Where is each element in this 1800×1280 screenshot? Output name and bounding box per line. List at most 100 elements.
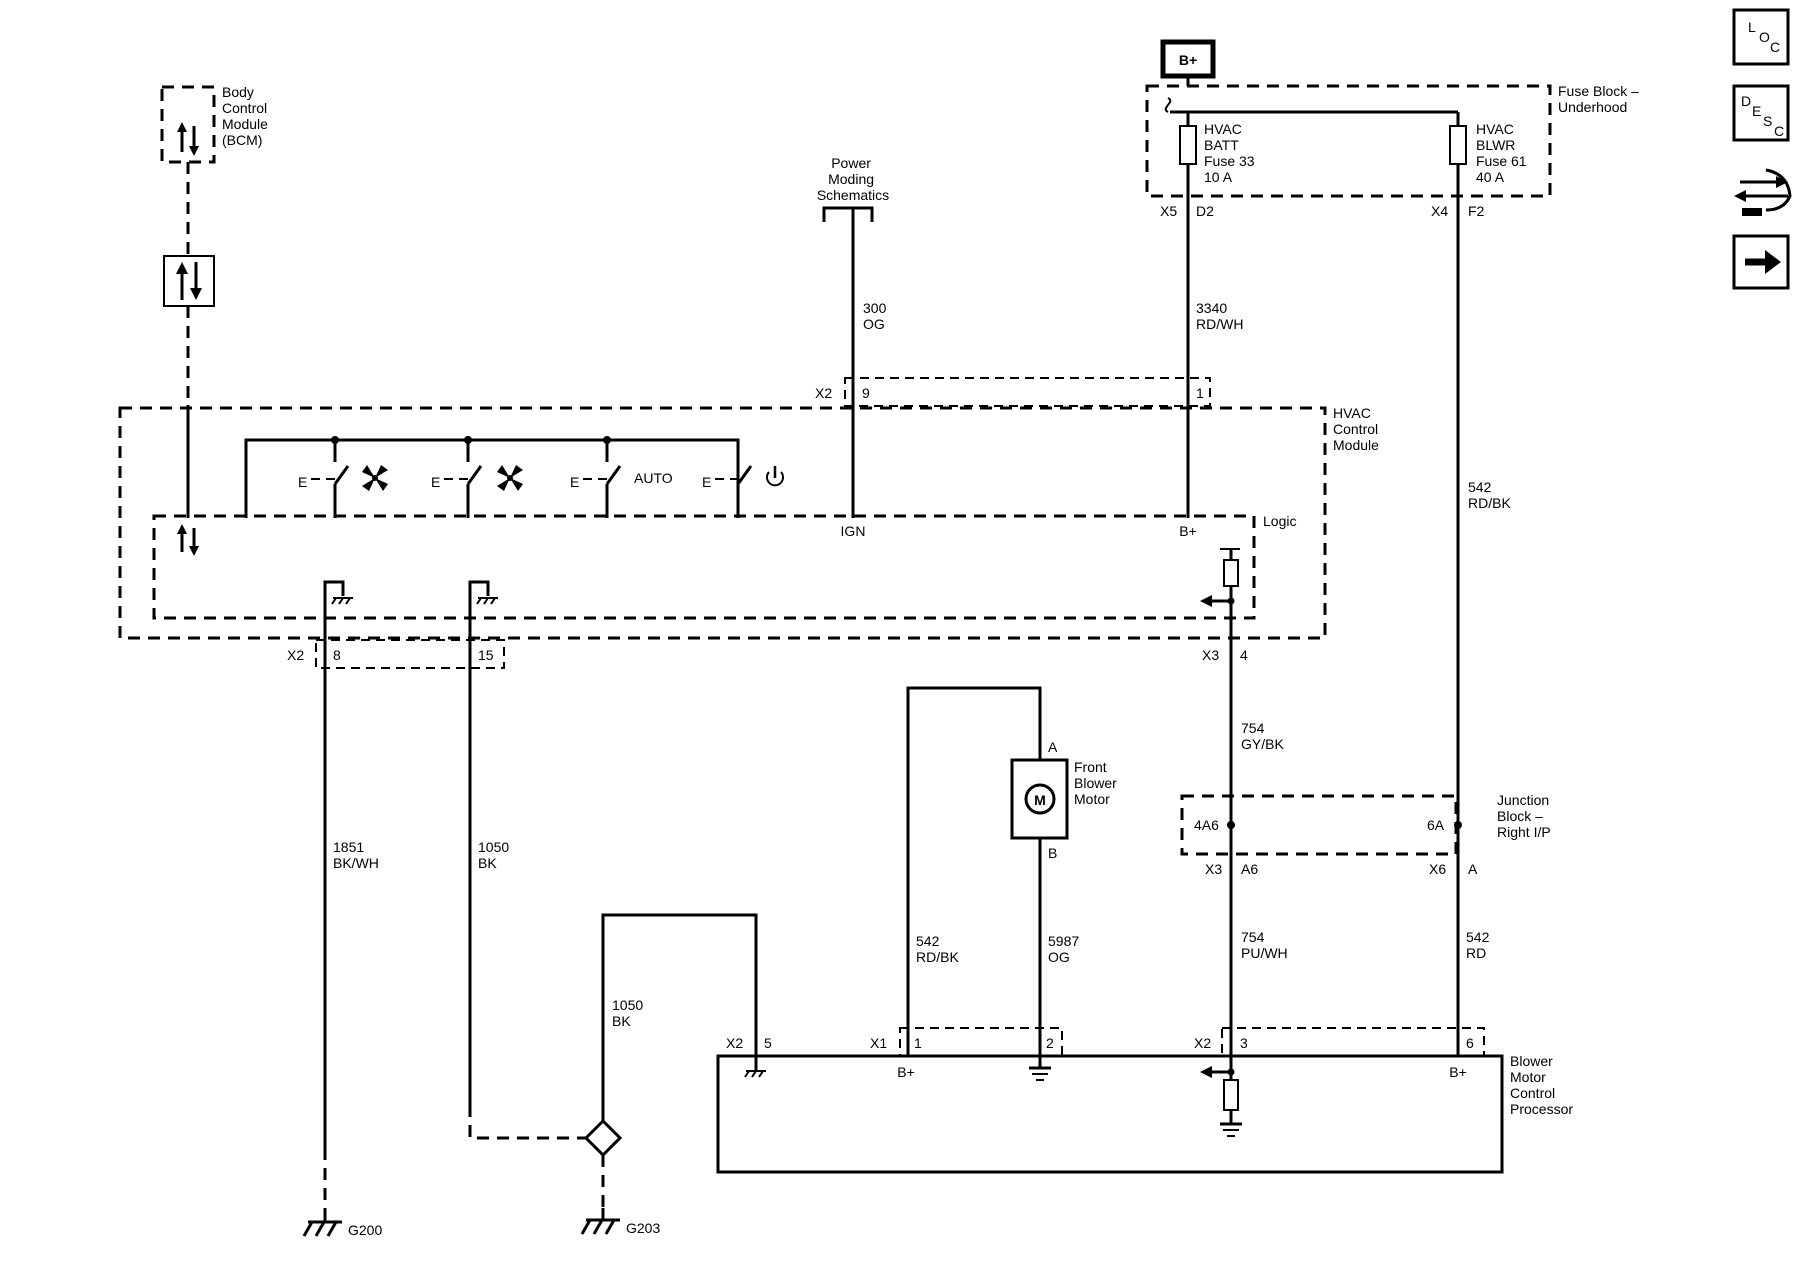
connector-x2-top [844, 377, 1211, 407]
hvac-module-box [118, 406, 1327, 640]
motor-pin-b: B [1048, 845, 1057, 861]
b-plus-terminal: B+ [1179, 523, 1197, 539]
blower-switch-2: E [431, 465, 523, 518]
fuse-block-box [1145, 84, 1552, 198]
pin-9: 9 [862, 385, 870, 401]
hvac-control-module: X2 9 1 HVAC Control Module Logic E [118, 377, 1382, 1055]
power-moding-ref: Power Moding Schematics 300 OG [817, 155, 890, 518]
svg-text:E: E [298, 474, 307, 490]
pin-a6: A6 [1241, 861, 1258, 877]
next-page-button[interactable] [1732, 234, 1790, 290]
svg-text:C: C [1770, 39, 1780, 55]
ground-g200-label: G200 [348, 1222, 382, 1238]
motor-icon [1024, 783, 1056, 815]
bmcp-b-plus-1: B+ [897, 1064, 915, 1080]
pin-x1-1: 1 [914, 1035, 922, 1051]
fuse-33-label: HVAC BATT Fuse 33 10 A [1204, 121, 1258, 185]
wire-1851-label: 1851 BK/WH [333, 839, 379, 871]
pin-x1: X1 [870, 1035, 887, 1051]
svg-text:E: E [702, 474, 711, 490]
splice-diamond-icon [583, 1118, 623, 1158]
fuse-block: B+ Fuse Block – Underhood HVAC BATT Fuse… [1145, 39, 1643, 1055]
output-driver-icon [1200, 548, 1240, 1055]
bcm-label: Body Control Module (BCM) [222, 84, 272, 148]
wire-3340-label: 3340 RD/WH [1196, 300, 1243, 332]
ground-icon [744, 1056, 766, 1078]
pin-x2-bmcp: X2 [1194, 1035, 1211, 1051]
blower-motor-control-processor: X2 5 X1 1 2 X2 3 6 Blower Motor Control … [716, 1027, 1573, 1174]
ground-g203-label: G203 [626, 1220, 660, 1236]
connector-x2-bmcp [1221, 1027, 1485, 1057]
wire-754-bot-label: 754 PU/WH [1241, 929, 1288, 961]
junction-block-box [1180, 794, 1458, 856]
front-blower-label: Front Blower Motor [1074, 759, 1121, 807]
pin-4a6: 4A6 [1194, 817, 1219, 833]
ground-icon [323, 580, 353, 662]
svg-text:O: O [1759, 29, 1770, 45]
connector-x2-bottom [315, 639, 505, 669]
fuse-61-label: HVAC BLWR Fuse 61 40 A [1476, 121, 1530, 185]
serial-data-box [163, 255, 215, 307]
junction-block: 754 GY/BK Junction Block – Right I/P 4A6… [1180, 720, 1553, 961]
wire-542-mid-label: 542 RD/BK [916, 933, 959, 965]
motor-symbol: M [1034, 792, 1046, 808]
power-icon [766, 466, 784, 487]
pin-x2-top: X2 [815, 385, 832, 401]
wire-754-top-label: 754 GY/BK [1241, 720, 1284, 752]
svg-text:E: E [431, 474, 440, 490]
blower-switch-1: E [298, 465, 388, 518]
motor-pin-a: A [1048, 739, 1058, 755]
pin-x4: X4 [1431, 203, 1448, 219]
wire-1050-mid-label: 1050 BK [612, 997, 647, 1029]
location-button[interactable]: L O C [1732, 8, 1790, 66]
fuse-block-label: Fuse Block – Underhood [1558, 83, 1643, 115]
wire-542-bot-label: 542 RD [1466, 929, 1493, 961]
right-arrow-icon [1765, 250, 1781, 274]
pin-x3-top: X3 [1202, 647, 1219, 663]
ign-terminal: IGN [841, 523, 866, 539]
fuse-61-icon [1449, 125, 1467, 165]
svg-text:L: L [1748, 19, 1756, 35]
pin-5: 5 [764, 1035, 772, 1051]
bmcp-b-plus-2: B+ [1449, 1064, 1467, 1080]
auto-switch: E AUTO [570, 465, 673, 518]
pin-x1-2: 2 [1046, 1035, 1054, 1051]
pin-x2-bmcp-5: X2 [726, 1035, 743, 1051]
ground-icon [1029, 1056, 1051, 1081]
pin-3: 3 [1240, 1035, 1248, 1051]
power-moding-label: Power Moding Schematics [817, 155, 889, 203]
bcm-component: Body Control Module (BCM) [160, 84, 272, 518]
input-circuit-icon [1200, 1056, 1242, 1137]
pin-6: 6 [1466, 1035, 1474, 1051]
connector-x1 [899, 1027, 1063, 1057]
svg-text:C: C [1774, 123, 1784, 139]
pin-x5: X5 [1160, 203, 1177, 219]
wire-1050-left-label: 1050 BK [478, 839, 513, 871]
battery-positive-label: B+ [1179, 52, 1197, 68]
pin-a: A [1468, 861, 1478, 877]
fuse-33-icon [1179, 125, 1197, 165]
pin-f2: F2 [1468, 203, 1485, 219]
ground-g200-icon [302, 1210, 342, 1237]
pin-1: 1 [1196, 385, 1204, 401]
bidirectional-arrow-icon [177, 122, 199, 156]
svg-text:E: E [1752, 103, 1761, 119]
wire-300-label: 300 OG [863, 300, 890, 332]
connector-end-view-icon[interactable] [1734, 168, 1792, 216]
junction-block-label: Junction Block – Right I/P [1497, 792, 1553, 840]
ground-g203-icon [580, 1208, 620, 1235]
auto-label: AUTO [634, 470, 673, 486]
hvac-module-label: HVAC Control Module [1333, 405, 1382, 453]
pin-6a: 6A [1427, 817, 1445, 833]
power-switch: E [702, 465, 784, 490]
description-button[interactable]: D E S C [1732, 84, 1790, 142]
bidirectional-arrow-icon [176, 262, 202, 300]
bmcp-box [716, 1054, 1504, 1174]
pin-x6: X6 [1429, 861, 1446, 877]
pin-x3-jb: X3 [1205, 861, 1222, 877]
fusible-link-icon [1164, 97, 1172, 113]
bmcp-label: Blower Motor Control Processor [1510, 1053, 1573, 1117]
svg-text:S: S [1763, 113, 1772, 129]
pin-8: 8 [333, 647, 341, 663]
